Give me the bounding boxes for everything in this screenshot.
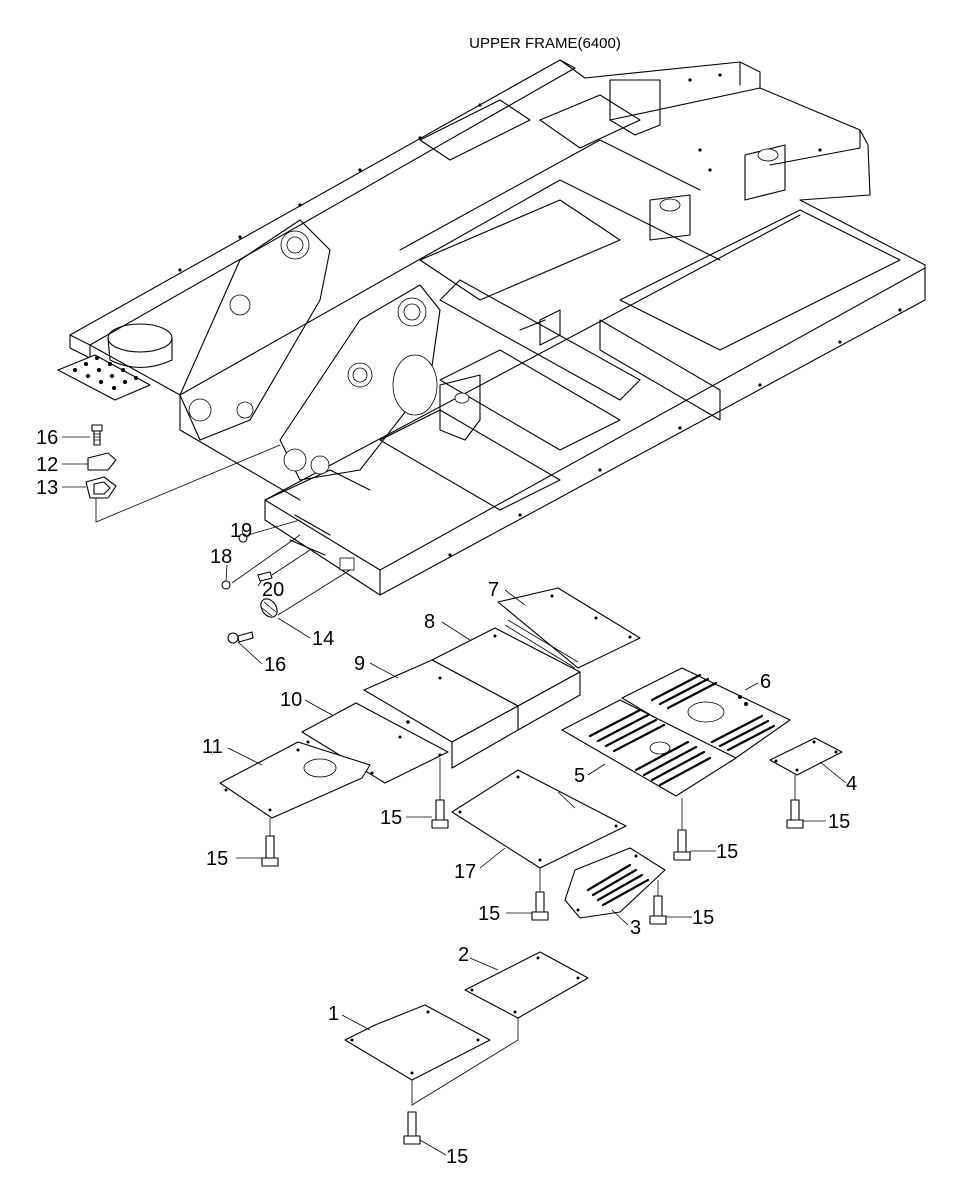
gasket-13	[85, 476, 117, 499]
callout-label: 1	[328, 1003, 339, 1025]
grommet-14	[260, 598, 278, 618]
callout-label: 5	[574, 765, 585, 787]
leader-20	[271, 549, 311, 576]
callout-label: 11	[202, 736, 223, 758]
washer-18	[221, 580, 231, 590]
under-cover-1	[344, 1004, 491, 1081]
callout-label: 7	[488, 579, 499, 601]
callout-label: 15	[828, 811, 850, 833]
callout-label: 18	[210, 546, 232, 568]
under-cover-3-louvered	[564, 847, 666, 919]
bolt-15	[261, 818, 279, 867]
callout-label: 16	[36, 427, 58, 449]
bolt-20	[257, 571, 273, 582]
leader-18	[231, 534, 301, 584]
callout-label: 13	[36, 477, 58, 499]
leader-1-2-bolt	[411, 1018, 519, 1106]
cover-plate-12	[87, 452, 117, 471]
leader-14	[277, 569, 351, 616]
callout-label: 19	[230, 520, 252, 542]
bolt-15	[431, 758, 449, 829]
callout-label: 15	[716, 841, 738, 863]
callout-label: 15	[380, 807, 402, 829]
leader-19	[247, 519, 301, 536]
callout-label: 17	[454, 861, 476, 883]
under-cover-17	[451, 769, 627, 869]
bolt-15	[403, 1111, 421, 1145]
callout-label: 10	[280, 689, 302, 711]
callout-label: 2	[458, 944, 469, 966]
callout-label: 20	[262, 579, 284, 601]
under-cover-9	[363, 659, 519, 769]
diagram-title: UPPER FRAME(6400)	[469, 35, 621, 52]
under-cover-5-louvered	[561, 699, 737, 797]
leader-13-frame	[95, 444, 281, 523]
callout-label: 8	[424, 611, 435, 633]
under-cover-2	[464, 951, 589, 1019]
bolt-15	[531, 868, 549, 921]
under-cover-11	[219, 741, 371, 819]
callout-label: 9	[354, 653, 365, 675]
under-cover-4	[769, 737, 843, 776]
bolt-15	[786, 775, 804, 829]
callout-label: 16	[264, 654, 286, 676]
bolt-15	[673, 798, 691, 861]
callout-label: 14	[312, 628, 334, 650]
callout-label: 15	[446, 1146, 468, 1168]
callout-labels: 16 12 13 19 18 20 14 16 7 8 9 10 11 6 5 …	[36, 427, 857, 1168]
callout-label: 6	[760, 671, 771, 693]
callout-label: 4	[846, 773, 857, 795]
bolt-16-upper	[91, 424, 103, 446]
callout-label: 15	[206, 848, 228, 870]
bolt-15	[649, 880, 667, 925]
callout-label: 15	[692, 907, 714, 929]
under-cover-7	[497, 587, 641, 669]
upper-frame	[57, 59, 926, 596]
callout-label: 12	[36, 454, 58, 476]
bolt-16-lower	[227, 631, 254, 644]
callout-leaders	[62, 436, 847, 1156]
callout-label: 3	[630, 917, 641, 939]
callout-label: 15	[478, 903, 500, 925]
